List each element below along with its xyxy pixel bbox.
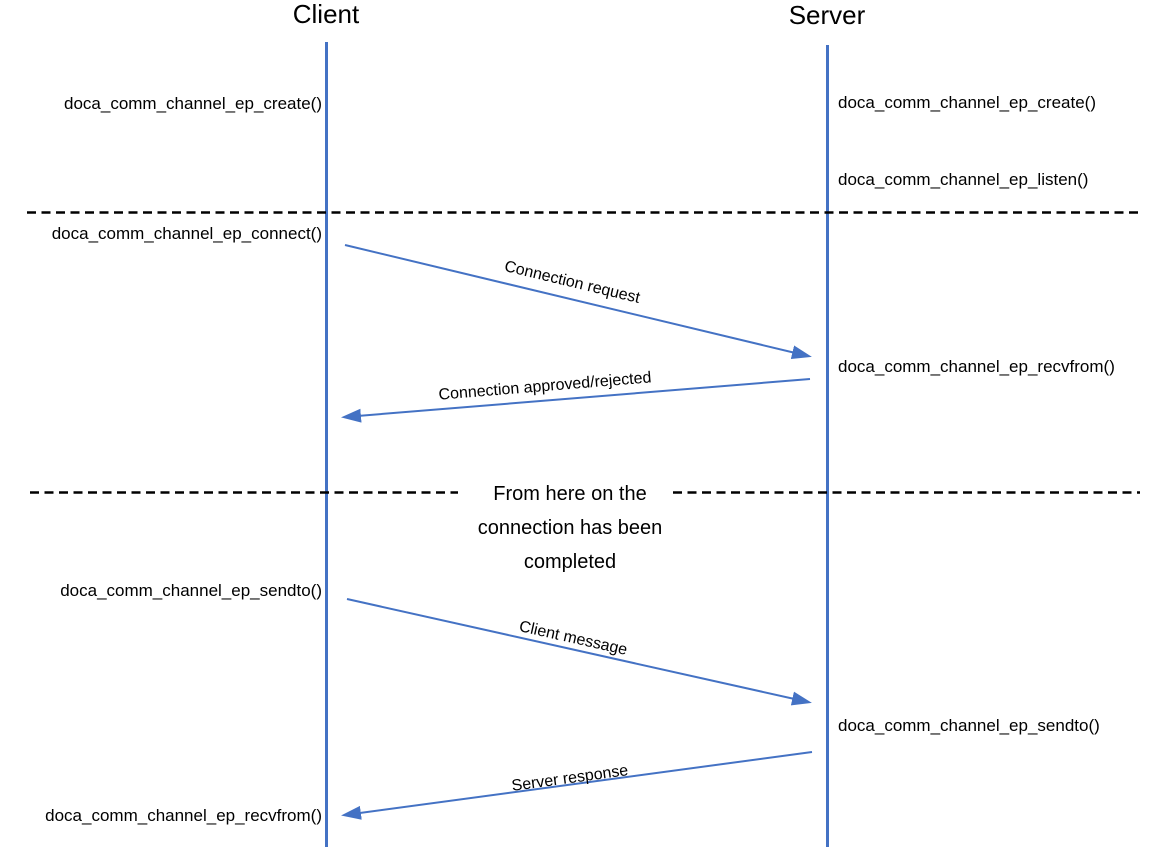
arrow-server-response xyxy=(341,751,813,820)
connection-completed-note: From here on the connection has been com… xyxy=(430,477,710,579)
server-call-sendto: doca_comm_channel_ep_sendto() xyxy=(838,716,1100,735)
server-title: Server xyxy=(788,0,866,30)
client-title: Client xyxy=(292,0,360,29)
arrow-client-message xyxy=(346,598,812,706)
note-line-2: connection has been xyxy=(477,517,663,539)
client-call-connect: doca_comm_channel_ep_connect() xyxy=(51,224,322,243)
client-call-sendto: doca_comm_channel_ep_sendto() xyxy=(60,581,322,600)
server-call-create: doca_comm_channel_ep_create() xyxy=(838,93,1096,112)
client-call-recvfrom: doca_comm_channel_ep_recvfrom() xyxy=(45,806,322,825)
arrow-connection-request xyxy=(344,244,812,360)
server-call-recvfrom: doca_comm_channel_ep_recvfrom() xyxy=(838,357,1115,376)
note-line-3: completed xyxy=(523,551,617,573)
note-line-1: From here on the xyxy=(493,483,647,505)
arrow-connection-approved-rejected xyxy=(341,378,811,423)
server-call-listen: doca_comm_channel_ep_listen() xyxy=(838,170,1089,189)
client-call-create: doca_comm_channel_ep_create() xyxy=(64,94,322,113)
